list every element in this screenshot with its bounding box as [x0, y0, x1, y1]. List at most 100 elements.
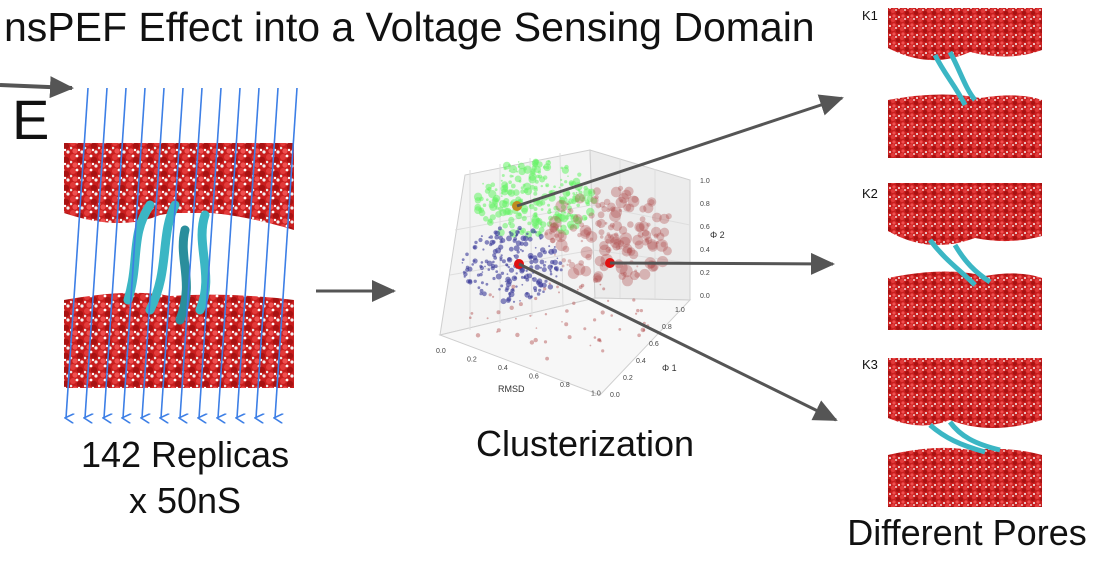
scatter-point: [591, 197, 598, 204]
scatter-point: [529, 260, 534, 265]
scatter-point: [543, 340, 548, 344]
scatter-point: [530, 295, 533, 298]
scatter-point: [550, 211, 552, 214]
scatter-point: [650, 263, 658, 272]
scatter-point: [489, 239, 495, 246]
scatter-point: [659, 227, 670, 237]
scatter-point: [554, 217, 559, 221]
scatter-point: [614, 232, 619, 237]
scatter-point: [544, 313, 548, 316]
scatter-point: [513, 168, 515, 171]
scatter-point: [593, 318, 597, 322]
scatter-point: [553, 185, 556, 188]
scatter-point: [553, 246, 556, 248]
scatter-point: [510, 288, 515, 293]
scatter-point: [572, 193, 581, 203]
scatter-point: [561, 258, 566, 263]
scatter-point: [523, 274, 529, 280]
scatter-point: [497, 226, 502, 231]
scatter-point: [485, 282, 489, 286]
scatter-point: [638, 221, 649, 232]
scatter-point: [645, 238, 650, 242]
scatter-point: [557, 231, 565, 239]
scatter-point: [534, 179, 539, 184]
scatter-point: [465, 267, 470, 272]
scatter-point: [655, 241, 659, 244]
scatter-point: [548, 245, 551, 248]
pore-label-k1: K1: [862, 8, 878, 23]
scatter-point: [559, 237, 562, 241]
scatter-point: [540, 208, 544, 211]
scatter-point: [558, 186, 561, 189]
scatter-point: [548, 215, 554, 221]
scatter-point: [507, 221, 512, 225]
scatter-point: [499, 240, 503, 244]
scatter-point: [560, 209, 566, 214]
scatter-point: [489, 214, 496, 221]
scatter-point: [536, 161, 543, 168]
scatter-point: [562, 189, 571, 198]
scatter-point: [612, 242, 621, 251]
scatter-point: [517, 198, 522, 203]
scatter-point: [618, 226, 628, 235]
scatter-point: [528, 172, 537, 181]
scatter-point: [614, 259, 624, 269]
scatter-point: [607, 202, 616, 212]
scatter-point: [478, 207, 484, 214]
scatter-point: [558, 200, 563, 204]
scatter-point: [555, 268, 559, 272]
scatter-point: [507, 257, 512, 261]
scatter-point: [542, 165, 546, 169]
scatter-point: [593, 271, 604, 281]
scatter-point: [615, 261, 628, 274]
scatter-point: [482, 203, 487, 207]
scatter-point: [571, 198, 577, 204]
scatter-point: [548, 248, 555, 255]
scatter-point: [533, 288, 538, 293]
scatter-point: [548, 282, 551, 285]
scatter-point: [575, 215, 578, 218]
scatter-point: [508, 216, 515, 223]
scatter-point: [501, 259, 506, 264]
scatter-point: [546, 221, 553, 227]
cluster-center: [514, 259, 524, 269]
scatter-point: [570, 182, 574, 187]
scatter-point: [527, 273, 533, 279]
scatter-point: [487, 219, 494, 226]
scatter-point: [567, 208, 574, 215]
scatter-point: [535, 280, 541, 285]
scatter-point: [599, 283, 602, 286]
scatter-point: [595, 220, 602, 227]
scatter-point: [599, 244, 611, 256]
upper-water-layer: [64, 143, 294, 213]
scatter-point: [517, 161, 520, 163]
scatter-point: [498, 235, 504, 241]
scatter-point: [529, 265, 534, 270]
scatter-point: [607, 299, 610, 302]
scatter-point: [469, 316, 472, 320]
scatter-point: [568, 180, 574, 186]
scatter-point: [590, 196, 599, 205]
scatter-point: [549, 223, 559, 233]
scatter-point: [579, 194, 587, 202]
scatter-point: [538, 288, 542, 292]
scatter-point: [599, 340, 602, 343]
scatter-point: [493, 230, 498, 235]
scatter-point: [506, 296, 512, 302]
scatter-point: [598, 229, 605, 236]
scatter-point: [565, 191, 571, 196]
scatter-point: [585, 201, 591, 206]
scatter-point: [547, 210, 552, 215]
scatter-point: [520, 235, 527, 242]
scatter-point: [493, 256, 498, 260]
scatter-point: [502, 200, 510, 208]
scatter-point: [555, 227, 560, 232]
scatter-point: [519, 300, 521, 302]
scatter-point: [576, 217, 579, 221]
scatter-point: [520, 186, 524, 190]
scatter-point: [525, 269, 528, 272]
scatter-point: [634, 269, 638, 273]
scatter-point: [529, 255, 533, 258]
scatter-point: [532, 271, 535, 274]
scatter-point: [484, 265, 486, 268]
